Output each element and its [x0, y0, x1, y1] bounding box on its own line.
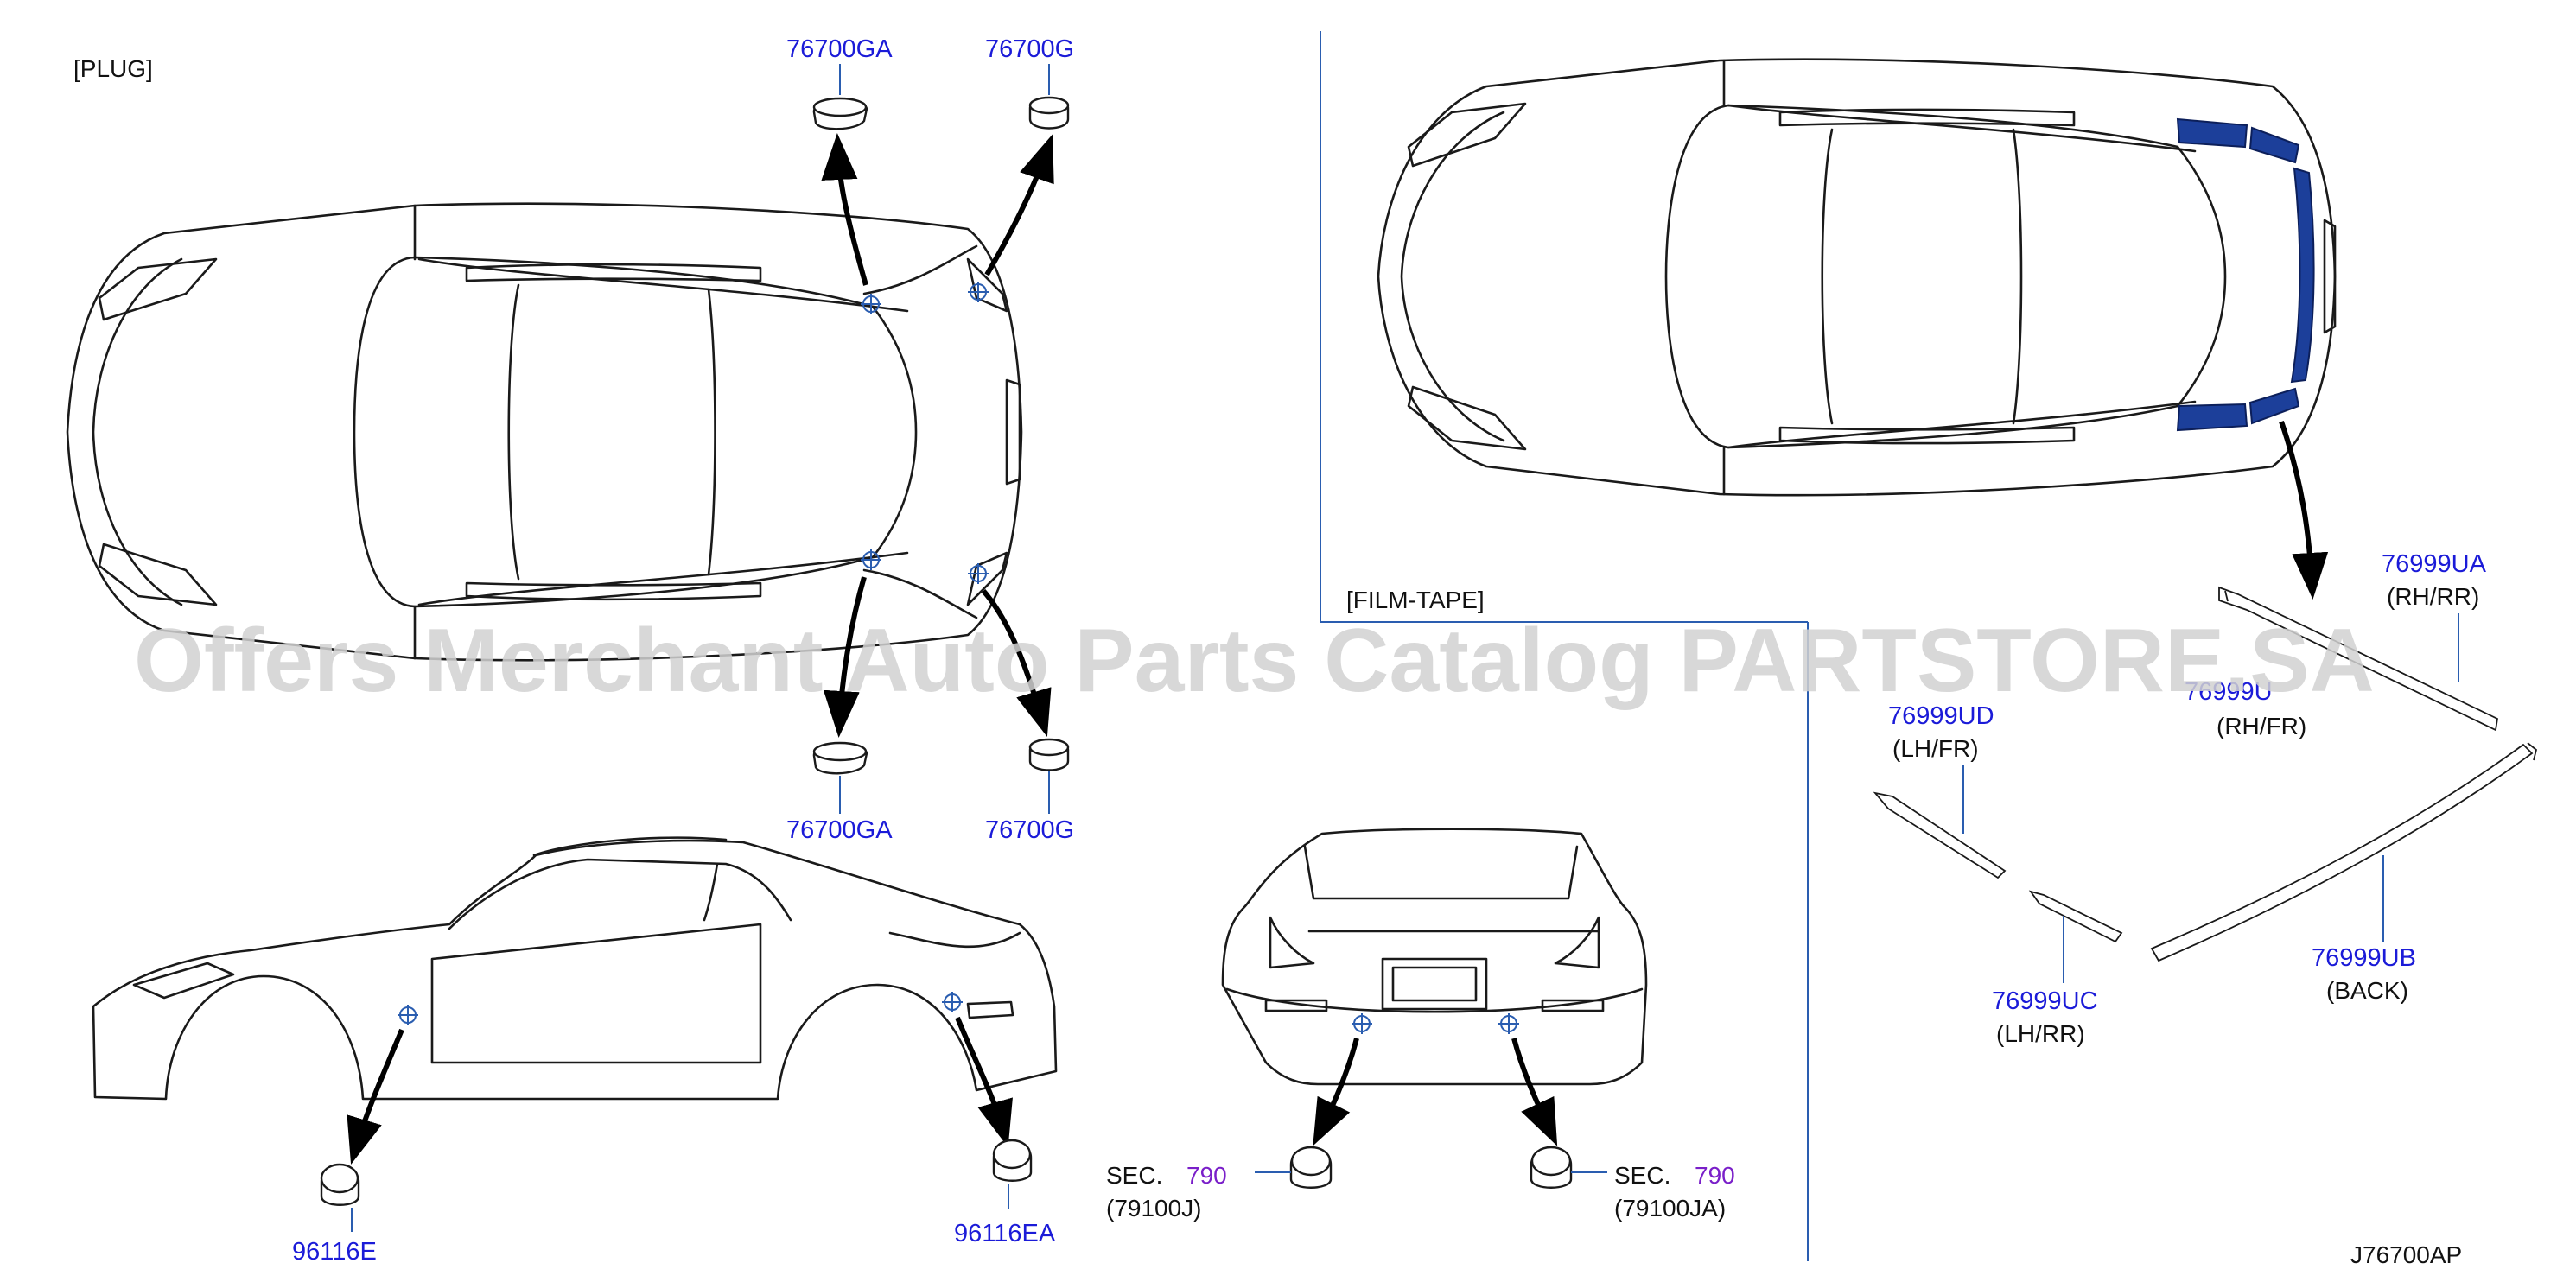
arrow	[2279, 421, 2329, 600]
film-tape-strip	[2028, 890, 2123, 943]
car-top-view-right	[1377, 58, 2337, 497]
part-side-76999UC: (LH/RR)	[1996, 1020, 2085, 1047]
sec-ref-number[interactable]: 790	[1186, 1162, 1227, 1189]
sec-ref-number[interactable]: 790	[1695, 1162, 1735, 1189]
plug-icon	[812, 97, 868, 130]
part-side-76999UD: (LH/FR)	[1892, 735, 1979, 762]
plug-location-marker	[861, 294, 881, 314]
part-number-96116EA: 96116EA	[954, 1220, 1056, 1247]
diagram-code: J76700AP	[2350, 1241, 2462, 1268]
film-tape-strip	[1873, 791, 2007, 879]
arrow	[1511, 1038, 1558, 1146]
part-number-76700G: 76700G	[985, 35, 1074, 63]
sec-ref-code: (79100J)	[1106, 1195, 1202, 1222]
plug-location-marker	[861, 549, 881, 570]
part-side-76999U: (RH/FR)	[2217, 713, 2306, 739]
part-number-76700GA: 76700GA	[786, 816, 893, 844]
sec-ref-label: SEC.	[1614, 1162, 1670, 1189]
part-number-96116E: 96116E	[292, 1238, 377, 1266]
arrow	[955, 1016, 1013, 1148]
plug-location-marker	[398, 1005, 418, 1025]
watermark: Offers Merchant Auto Parts Catalog PARTS…	[134, 611, 2375, 711]
part-number-76700G: 76700G	[985, 816, 1074, 844]
plug-location-marker	[1352, 1013, 1372, 1034]
plug-location-marker	[968, 282, 989, 302]
part-number-76700GA: 76700GA	[786, 35, 893, 63]
plug-location-marker	[968, 563, 989, 584]
film-tape-strip	[2150, 742, 2538, 962]
arrow	[823, 576, 867, 738]
part-number-76999UC: 76999UC	[1992, 987, 2098, 1015]
car-top-view-left	[66, 202, 1023, 662]
part-side-76999UB: (BACK)	[2326, 977, 2408, 1004]
part-number-76999UD: 76999UD	[1888, 702, 1994, 730]
part-number-76999UB: 76999UB	[2312, 944, 2416, 972]
film-tape-highlight	[2176, 117, 2315, 432]
plug-icon	[992, 1139, 1033, 1182]
plug-icon	[320, 1163, 360, 1206]
plug-icon	[1028, 738, 1070, 771]
arrow	[984, 134, 1054, 276]
part-side-76999UA: (RH/RR)	[2387, 583, 2479, 610]
sec-ref-label: SEC.	[1106, 1162, 1162, 1189]
car-side-view	[92, 836, 1058, 1101]
arrow	[1313, 1038, 1359, 1146]
car-rear-view	[1221, 828, 1648, 1086]
section-label-plug: [PLUG]	[73, 55, 153, 82]
arrow	[347, 1028, 404, 1165]
arrow	[981, 589, 1052, 737]
plug-icon	[1028, 96, 1070, 130]
plug-icon	[1530, 1146, 1573, 1189]
part-number-76999UA: 76999UA	[2382, 550, 2487, 578]
plug-icon	[1289, 1146, 1333, 1189]
film-tape-strip	[2218, 586, 2498, 732]
arrow	[821, 133, 868, 286]
plug-location-marker	[942, 992, 963, 1012]
plug-location-marker	[1498, 1013, 1519, 1034]
panel-dividers	[1320, 31, 1809, 1261]
plug-icon	[812, 741, 868, 775]
part-number-76999U: 76999U	[2185, 678, 2273, 706]
section-label-film-tape: [FILM-TAPE]	[1346, 587, 1485, 613]
sec-ref-code: (79100JA)	[1614, 1195, 1726, 1222]
